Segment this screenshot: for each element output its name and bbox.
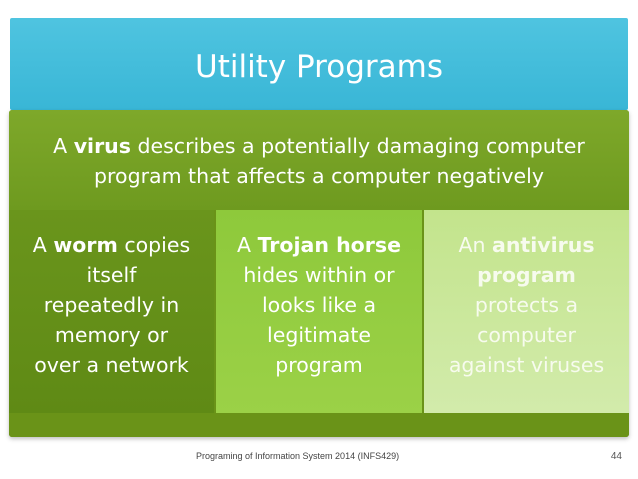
trojan-pre: A <box>237 233 258 257</box>
worm-text: A worm copies itself repeatedly in memor… <box>9 230 214 380</box>
antivirus-line4: computer <box>477 323 576 347</box>
trojan-text: A Trojan horse hides within or looks lik… <box>216 230 422 380</box>
virus-pre: A <box>53 134 74 158</box>
title-band <box>10 18 628 110</box>
trojan-line5: program <box>275 353 363 377</box>
worm-term: worm <box>53 233 118 257</box>
antivirus-term: antivirus <box>491 233 595 257</box>
worm-box: A worm copies itself repeatedly in memor… <box>9 210 214 413</box>
slide-footer: Programing of Information System 2014 (I… <box>0 449 638 469</box>
virus-definition-text: A virus describes a potentially damaging… <box>9 131 629 191</box>
trojan-term: Trojan horse <box>257 233 401 257</box>
page-number: 44 <box>610 451 622 462</box>
worm-line5: over a network <box>34 353 189 377</box>
antivirus-text: An antivirus program protects a computer… <box>424 230 629 380</box>
trojan-line2: hides within or <box>243 263 395 287</box>
antivirus-line5: against viruses <box>448 353 605 377</box>
antivirus-line3: protects a <box>474 293 579 317</box>
antivirus-box: An antivirus program protects a computer… <box>424 210 629 413</box>
trojan-line3: looks like a <box>261 293 377 317</box>
worm-line4: memory or <box>54 323 169 347</box>
hierarchy-diagram: A virus describes a potentially damaging… <box>9 110 629 437</box>
virus-line2: program that affects a computer negative… <box>94 164 544 188</box>
trojan-box: A Trojan horse hides within or looks lik… <box>216 210 422 413</box>
footer-course: Programing of Information System 2014 (I… <box>196 451 400 461</box>
diagram-bottom-strip <box>9 413 629 437</box>
trojan-line4: legitimate <box>267 323 371 347</box>
virus-term: virus <box>73 134 131 158</box>
worm-pre: A <box>32 233 54 257</box>
slide-title: Utility Programs <box>195 49 443 85</box>
antivirus-term-2: program <box>477 263 576 287</box>
virus-definition-box: A virus describes a potentially damaging… <box>9 110 629 210</box>
virus-line1: describes a potentially damaging compute… <box>130 134 585 158</box>
worm-line3: repeatedly in <box>43 293 180 317</box>
antivirus-pre: An <box>458 233 492 257</box>
worm-line1: copies <box>117 233 191 257</box>
worm-line2: itself <box>86 263 137 287</box>
